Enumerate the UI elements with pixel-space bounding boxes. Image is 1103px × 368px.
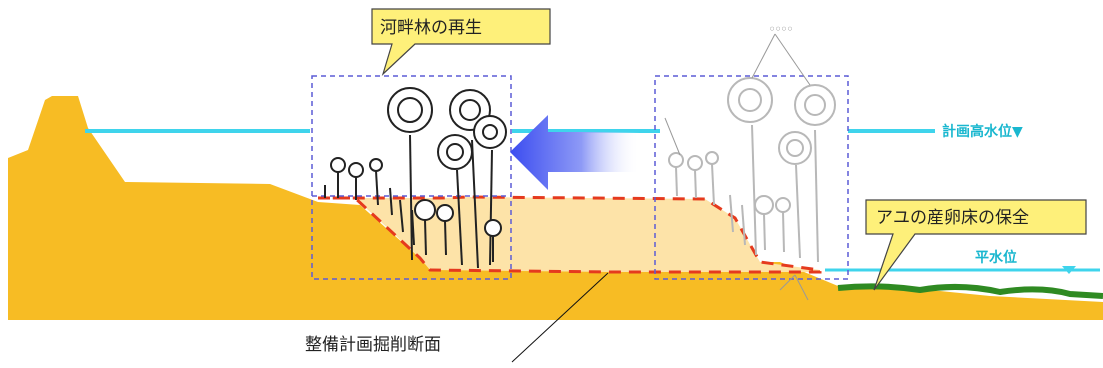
annotation-leader (779, 274, 796, 291)
annotation-leader (794, 274, 809, 301)
annotation-leader (774, 33, 811, 86)
forest-regeneration-callout: 河畔林の再生 (371, 8, 551, 76)
tree-icon (437, 134, 473, 266)
tree-icon (727, 77, 773, 256)
forest-frame-left (311, 75, 512, 280)
normal-water-marker (1062, 266, 1076, 274)
shrub-icon (668, 151, 791, 253)
ayu-spawning-bed-line (837, 283, 1103, 299)
normal-water-label: 平水位 (975, 249, 1017, 266)
planned-high-water-label: 計画高水位▼ (942, 123, 1023, 140)
tree-icon (778, 131, 812, 259)
ground-body (8, 96, 1103, 320)
shrub-icon (414, 199, 502, 262)
excavation-leader-line (511, 272, 609, 363)
tree-icon (473, 115, 507, 266)
spawning-bed-callout: アユの産卵床の保全 (865, 199, 1087, 291)
forest-regeneration-label: 河畔林の再生 (380, 18, 482, 38)
shrub-icon (324, 157, 415, 246)
tree-icon (387, 87, 433, 261)
annotation-leader (751, 33, 776, 79)
tree-icon (794, 84, 836, 263)
annotation-leader (664, 117, 681, 156)
annotation-note: ○ ○ ○ ○ (770, 26, 792, 32)
arrow-left-icon (510, 115, 640, 190)
excavation-section-label: 整備計画掘削断面 (305, 335, 441, 355)
spawning-bed-label: アユの産卵床の保全 (876, 208, 1029, 228)
